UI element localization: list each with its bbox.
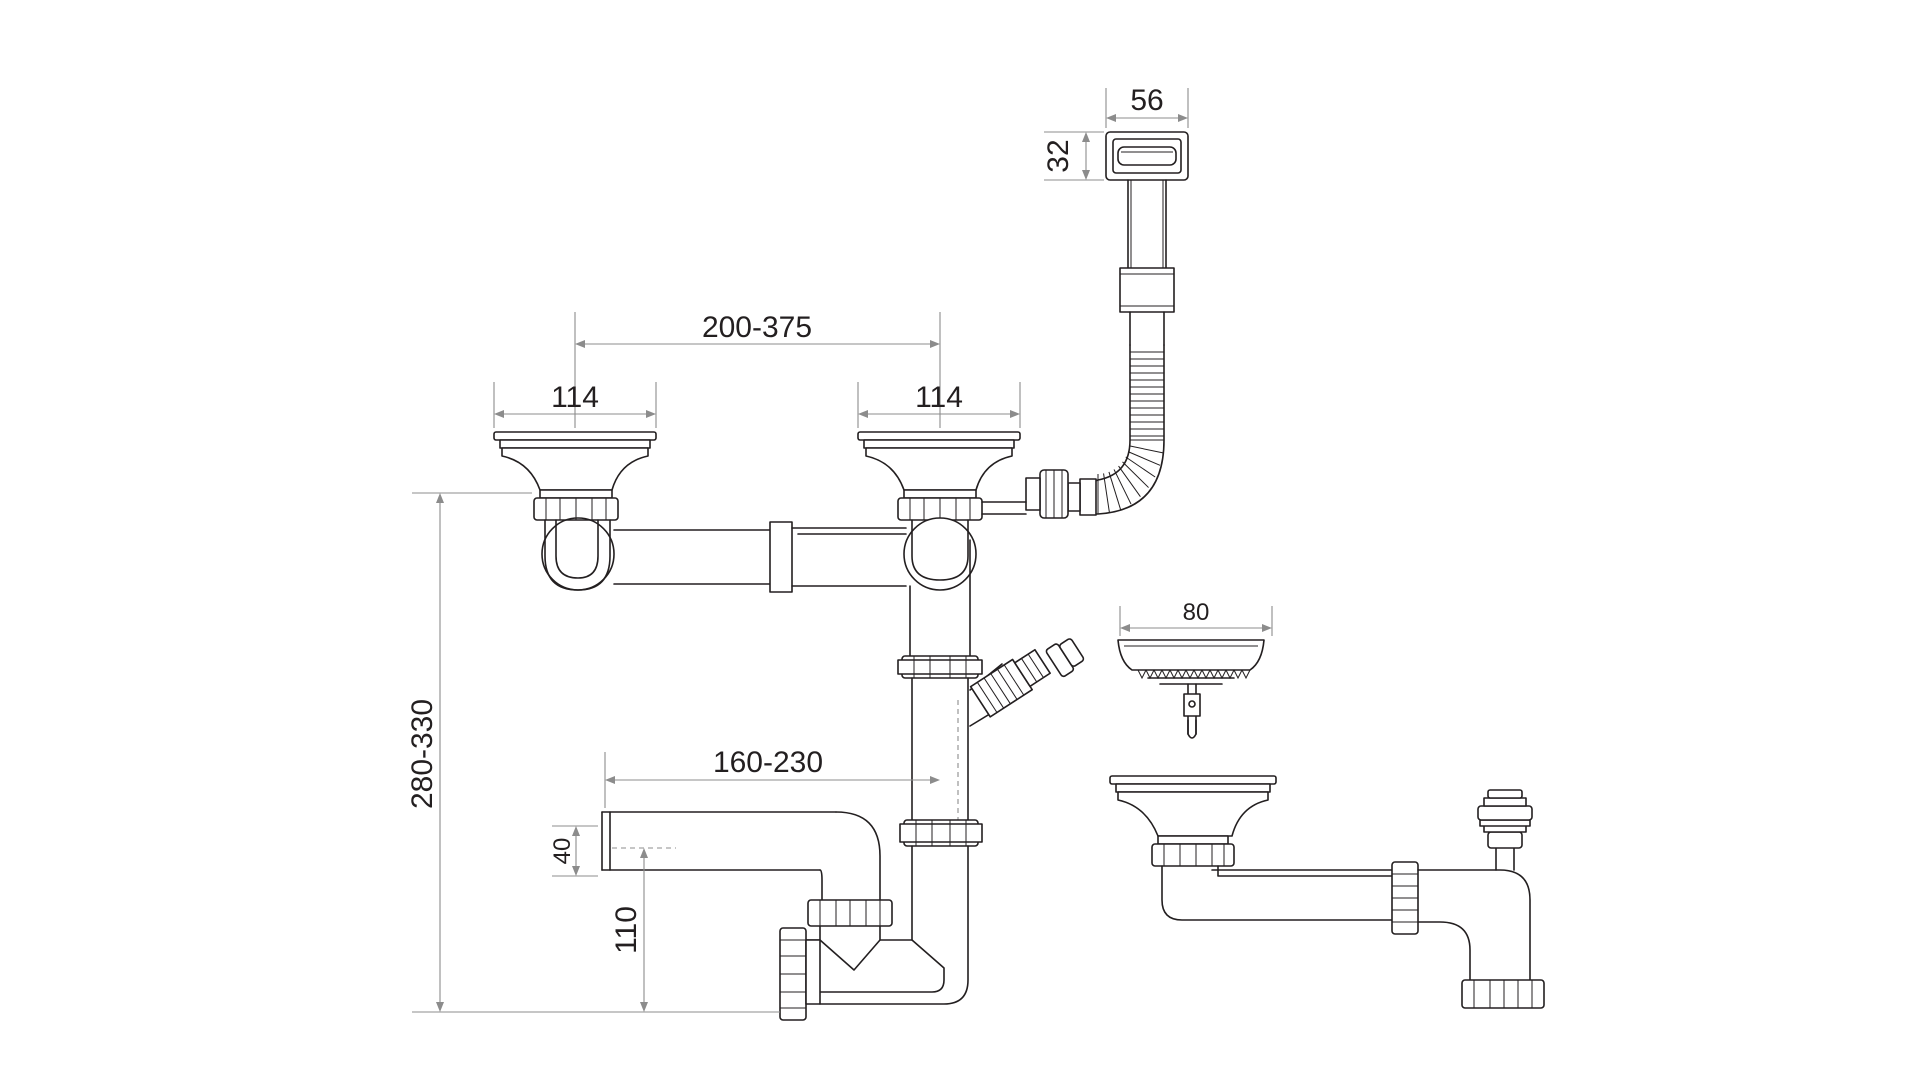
hose-rib (1103, 473, 1110, 513)
dim-label-strainer-spacing: 200-375 (702, 311, 812, 344)
overflow-outlet (1105, 131, 1189, 346)
basket-tooth (1225, 669, 1235, 680)
basket-tooth (1137, 669, 1147, 680)
basket-tooth (1145, 669, 1155, 680)
dim-label-overflow-height: 32 (1042, 139, 1075, 172)
hose-rib (1113, 469, 1132, 505)
dimension-outlet-height: 110 (610, 847, 676, 1012)
strainer-assembly-detail (1109, 775, 1545, 1009)
basket-tooth (1161, 669, 1171, 680)
hose-rib (1129, 445, 1164, 454)
dimension-strainer-left: 114 (493, 381, 657, 428)
dishwasher-inlet (969, 638, 1085, 727)
dim-label-outlet-height: 110 (610, 906, 643, 954)
overflow-hose (1025, 344, 1165, 519)
strainer-right (857, 431, 1027, 591)
basket-tooth (1233, 669, 1243, 680)
dimension-overflow-height: 32 (1042, 131, 1104, 181)
dimension-strainer-right: 114 (857, 381, 1021, 428)
dim-label-strainer-left: 114 (551, 381, 599, 414)
hose-rib (1122, 461, 1149, 488)
basket-tooth (1241, 669, 1251, 680)
dimension-overflow-width: 56 (1105, 84, 1189, 128)
basket-tooth (1209, 669, 1219, 680)
basket-strainer-detail (1117, 639, 1265, 739)
dimension-basket: 80 (1119, 599, 1273, 636)
basket-tooth (1217, 669, 1227, 680)
hose-rib (1118, 465, 1141, 497)
hose-rib (1127, 451, 1161, 466)
connecting-pipe (613, 521, 907, 593)
basket-tooth (1177, 669, 1187, 680)
dim-label-outlet-diameter: 40 (549, 838, 576, 865)
dim-label-basket: 80 (1183, 599, 1210, 626)
strainer-left (493, 431, 657, 591)
basket-tooth (1169, 669, 1179, 680)
basket-tooth (1185, 669, 1195, 680)
dimension-total-height: 280-330 (406, 492, 780, 1013)
dim-label-outlet-reach: 160-230 (713, 746, 823, 779)
outlet-trap (601, 811, 893, 1021)
dim-label-strainer-right: 114 (915, 381, 963, 414)
standpipe (819, 539, 983, 1005)
dim-label-total-height: 280-330 (406, 699, 439, 809)
dimension-strainer-spacing: 200-375 (574, 311, 941, 428)
basket-tooth (1153, 669, 1163, 680)
hose-rib (1125, 456, 1156, 478)
dimension-outlet-diameter: 40 (549, 825, 598, 877)
dim-label-overflow-width: 56 (1130, 84, 1163, 117)
basket-tooth (1193, 669, 1203, 680)
dimension-outlet-reach: 160-230 (604, 746, 940, 808)
hose-rib (1108, 471, 1122, 510)
basket-tooth (1201, 669, 1211, 680)
